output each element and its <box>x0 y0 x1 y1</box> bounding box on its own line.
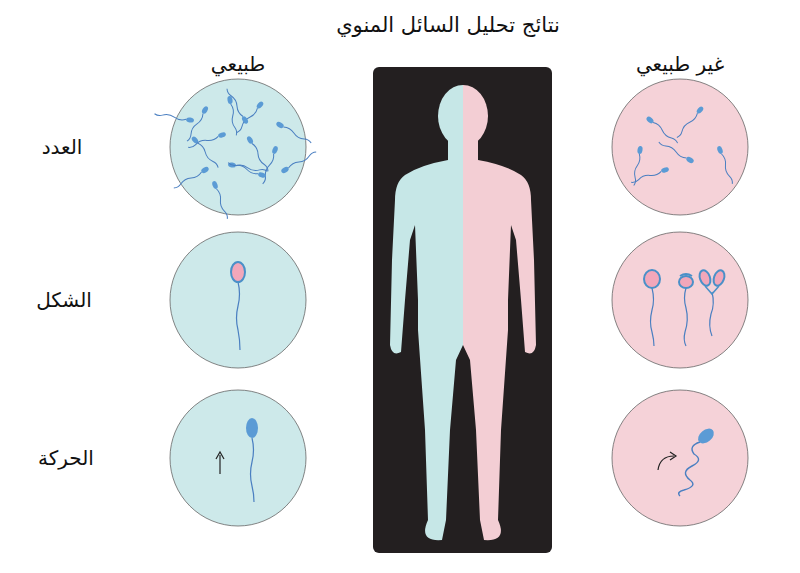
sperm-forward-motion <box>216 418 258 502</box>
sperm-few <box>630 105 734 186</box>
circle-normal-shape <box>170 232 306 368</box>
sperm-many <box>154 88 317 220</box>
row-label: الحركة <box>38 446 94 470</box>
circle-abnormal-motility <box>612 390 748 526</box>
sperm-abnormal-shapes <box>644 269 726 346</box>
figure-panel <box>373 67 552 553</box>
circle-normal-motility <box>170 390 306 526</box>
circle-abnormal-shape <box>612 232 748 368</box>
circle-abnormal-count <box>612 79 748 215</box>
body-abnormal-half <box>463 85 536 540</box>
sperm-circular-motion <box>658 426 717 496</box>
column-header: غير طبيعي <box>636 52 724 76</box>
body-normal-half <box>390 85 463 540</box>
column-header: طبيعي <box>211 52 265 76</box>
row-label: الشكل <box>36 288 92 312</box>
row-label: العدد <box>42 135 83 159</box>
sperm-normal-shape <box>231 262 245 350</box>
circle-normal-count <box>170 79 306 215</box>
diagram-title: نتائج تحليل السائل المنوي <box>336 13 560 38</box>
